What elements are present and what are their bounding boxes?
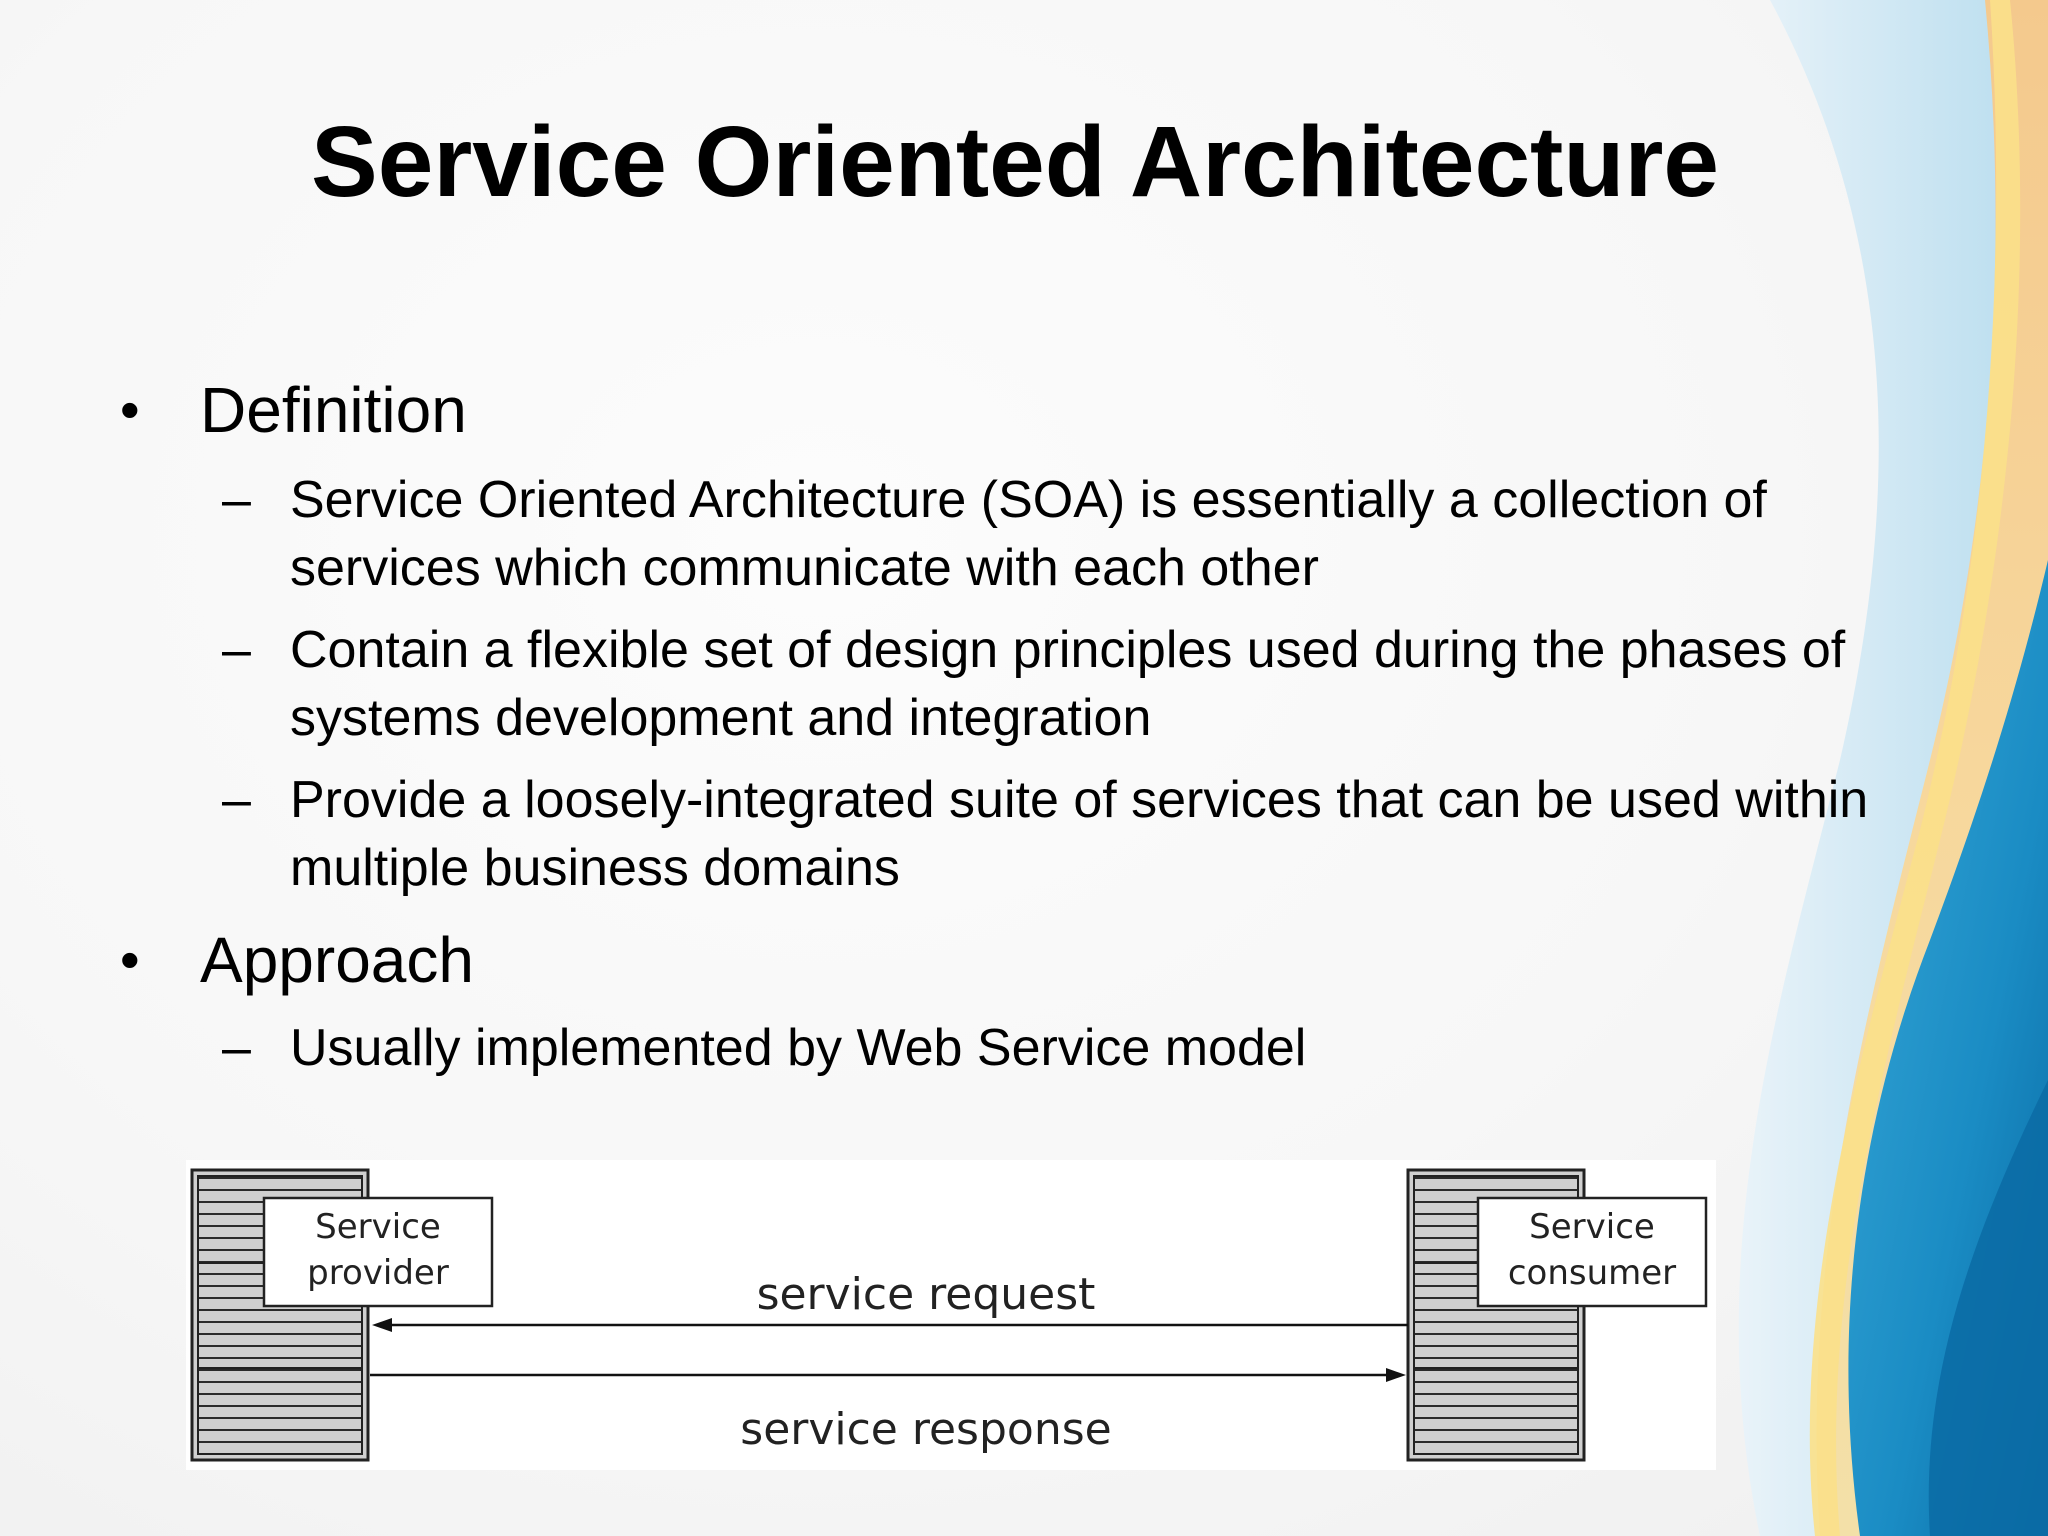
bullet-heading-approach: Approach <box>200 924 474 996</box>
consumer-label-box <box>1476 1196 1708 1308</box>
bullet-dot: • <box>120 928 140 991</box>
sub-item-dash: – <box>222 1019 251 1077</box>
response-arrow-icon <box>370 1368 1406 1382</box>
response-label: service response <box>740 1404 1112 1455</box>
provider-label-box <box>262 1196 494 1308</box>
consumer-label-line2: consumer <box>1507 1253 1677 1293</box>
provider-label: Service provider <box>264 1204 492 1296</box>
request-label: service request <box>756 1269 1096 1320</box>
sub-item-text: Service Oriented Architecture (SOA) is e… <box>290 471 1767 597</box>
consumer-label: Service consumer <box>1478 1204 1706 1296</box>
request-arrow-icon <box>372 1318 1408 1332</box>
sub-item-dash: – <box>222 771 251 829</box>
sub-item-dash: – <box>222 621 251 679</box>
soa-diagram: Service provider Service consumer servic… <box>186 1160 1716 1470</box>
slide-title: Service Oriented Architecture <box>311 106 1719 218</box>
sub-item-text: Provide a loosely-integrated suite of se… <box>290 771 1869 897</box>
provider-label-line2: provider <box>307 1253 449 1293</box>
dark-blue-wave <box>1928 1080 2048 1536</box>
consumer-label-line1: Service <box>1529 1207 1655 1247</box>
bullet-dot: • <box>120 378 140 441</box>
sub-item-text: Contain a flexible set of design princip… <box>290 621 1846 747</box>
sub-item-text: Usually implemented by Web Service model <box>290 1019 1307 1077</box>
provider-label-line1: Service <box>315 1207 441 1247</box>
bullet-heading-definition: Definition <box>200 374 467 446</box>
sub-item-dash: – <box>222 471 251 529</box>
